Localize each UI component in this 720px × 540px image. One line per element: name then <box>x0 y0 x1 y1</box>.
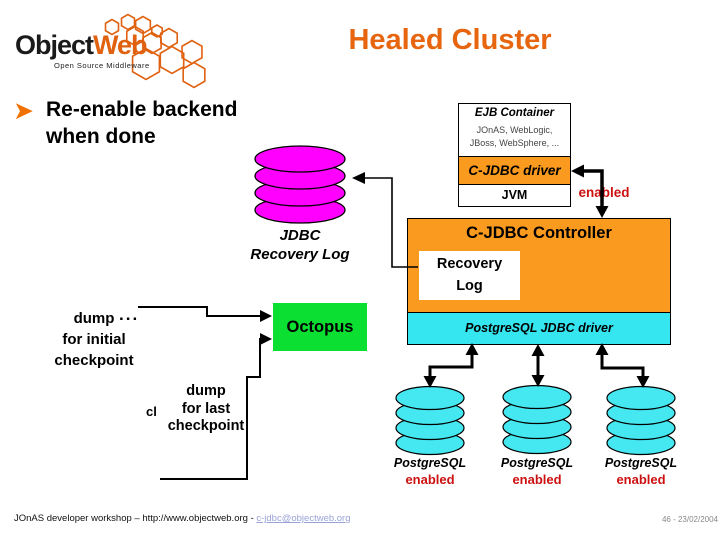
dump-initial-arrow <box>138 306 272 322</box>
backend3-name: PostgreSQL <box>604 456 678 470</box>
dump-initial-line3: checkpoint <box>54 352 134 369</box>
backend3-connector <box>595 343 650 388</box>
recovery-log-label-line2: Recovery Log <box>250 246 350 263</box>
dump-initial-line2: for initial <box>62 331 126 348</box>
backend2-name: PostgreSQL <box>500 456 574 470</box>
ejb-container-subtitle2: JBoss, WebSphere, ... <box>469 138 560 148</box>
backend1-connector <box>423 343 479 388</box>
bullet-text-line2: when done <box>46 125 156 148</box>
controller-recovery-line2: Log <box>456 278 483 294</box>
controller-recovery-line1: Recovery <box>436 256 503 272</box>
recovery-log-label-line1: JDBC <box>279 227 321 244</box>
footer-page-info: 46 - 23/02/2004 <box>661 515 718 524</box>
page-title: Healed Cluster <box>348 24 552 56</box>
dump-last-line3: checkpoint <box>167 418 245 434</box>
footer-workshop-text: JOnAS developer workshop – http://www.ob… <box>14 513 257 524</box>
cjdbc-controller-box: C-JDBC Controller Recovery Log PostgreSQ… <box>407 218 671 345</box>
logo-wordmark: ObjectWeb <box>15 30 148 61</box>
dump-last-checkpoint-label: dump for last checkpoint <box>158 383 254 436</box>
footer-text: JOnAS developer workshop – http://www.ob… <box>14 513 351 524</box>
text-fragment-cl: cl <box>146 404 157 419</box>
ejb-container-title: EJB Container <box>474 107 555 119</box>
bullet-text-line1: Re-enable backend <box>46 98 238 121</box>
dump-last-line1: dump <box>186 383 226 399</box>
ellipsis-label: ... <box>119 305 140 324</box>
controller-recovery-log-box: Recovery Log <box>419 251 520 300</box>
cjdbc-controller-title: C-JDBC Controller <box>466 224 612 242</box>
bullet-arrow-icon: ➤ <box>13 96 34 125</box>
ejb-container-subtitle1: JOnAS, WebLogic, <box>476 125 553 135</box>
postgresql-cylinder-2 <box>502 384 572 455</box>
logo-text-web: Web <box>93 30 148 60</box>
postgresql-cylinder-1 <box>395 385 465 456</box>
footer-email-link[interactable]: c-jdbc@objectweb.org <box>256 513 351 524</box>
backend2-status: enabled <box>512 472 562 487</box>
postgresql-cylinder-3 <box>606 385 676 456</box>
objectweb-logo: ObjectWeb Open Source Middleware <box>10 13 225 92</box>
recovery-log-cylinder-label: JDBC Recovery Log <box>240 226 360 264</box>
jvm-label: JVM <box>501 188 528 202</box>
logo-text-object: Object <box>15 30 94 60</box>
dump-initial-line1: dump <box>73 310 115 327</box>
logo-tagline: Open Source Middleware <box>54 61 150 70</box>
octopus-box: Octopus <box>273 303 367 351</box>
backend2-connector <box>531 344 545 387</box>
driver-status-enabled: enabled <box>578 185 630 200</box>
postgresql-jdbc-driver-strip: PostgreSQL JDBC driver <box>408 312 670 344</box>
dump-last-line2: for last <box>181 400 231 417</box>
jdbc-recovery-log-cylinder <box>254 145 346 224</box>
ejb-container-box: EJB Container JOnAS, WebLogic, JBoss, We… <box>458 103 571 207</box>
dump-initial-checkpoint-label: dump for initial checkpoint <box>38 308 150 371</box>
backend3-status: enabled <box>616 472 666 487</box>
backend1-status: enabled <box>405 472 455 487</box>
backend1-name: PostgreSQL <box>393 456 467 470</box>
cjdbc-driver-box: C-JDBC driver <box>458 156 571 185</box>
